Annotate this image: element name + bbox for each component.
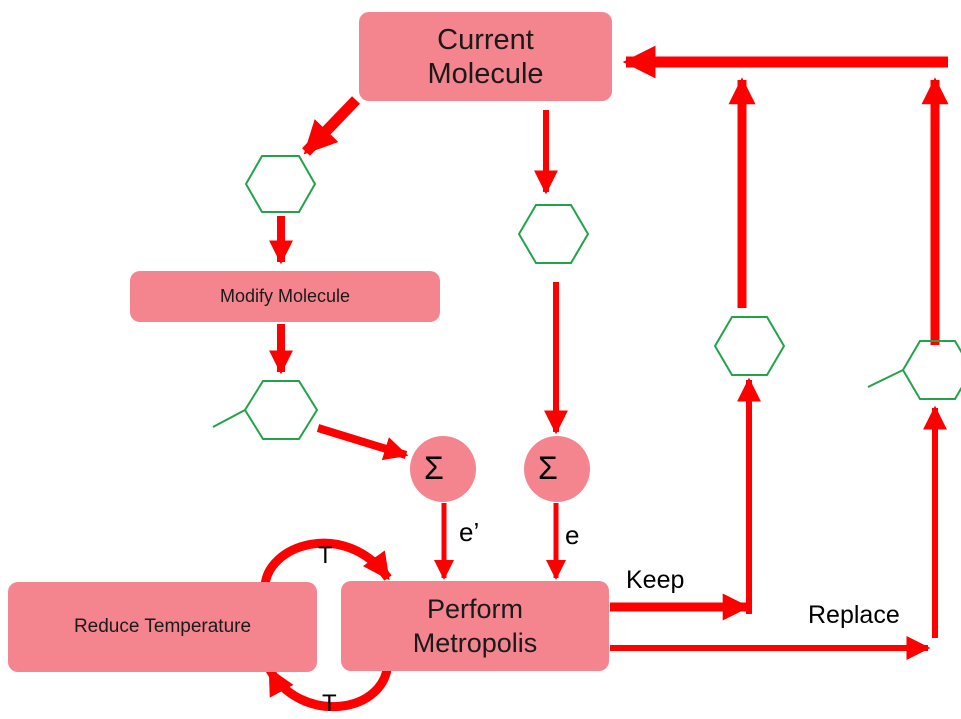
sum-node-left-circle: [410, 436, 476, 502]
perform-metropolis-label: Perform Metropolis: [412, 594, 538, 658]
hexagon-icon: [517, 204, 590, 264]
hexagon-icon: [713, 316, 786, 376]
sum-node-right-circle: [524, 436, 590, 502]
substituted-hexagon-icon: [243, 380, 319, 440]
substituted-hexagon-icon: [901, 340, 961, 400]
edge-label-e: e: [565, 520, 580, 550]
edge-label-t-bottom: T: [322, 690, 337, 717]
current-molecule-label: Current Molecule: [427, 23, 544, 90]
sum-left-label: Σ: [424, 450, 444, 486]
modify-molecule-label: Modify Molecule: [219, 286, 351, 306]
arrow-hexagon-to-sum-left: [316, 424, 409, 461]
arrow-t-loop-bottom: [266, 659, 393, 712]
reduce-temperature-label: Reduce Temperature: [73, 616, 252, 637]
edge-label-t-top: T: [318, 542, 333, 569]
edge-label-replace: Replace: [808, 601, 900, 629]
edge-label-keep: Keep: [626, 566, 685, 594]
arrow-t-loop-top: [260, 538, 392, 589]
edge-label-e-prime: e’: [459, 517, 480, 547]
current-molecule-box: Current Molecule: [359, 12, 612, 101]
substituent-bond-icon: [212, 409, 246, 428]
perform-metropolis-box: Perform Metropolis: [341, 581, 609, 671]
arrow-current-to-hexagon-left: [302, 96, 360, 156]
hexagon-icon: [244, 155, 317, 213]
reduce-temperature-box: Reduce Temperature: [8, 582, 317, 672]
substituent-bond-icon: [867, 369, 904, 388]
modify-molecule-box: Modify Molecule: [130, 271, 440, 322]
sum-right-label: Σ: [538, 450, 558, 486]
